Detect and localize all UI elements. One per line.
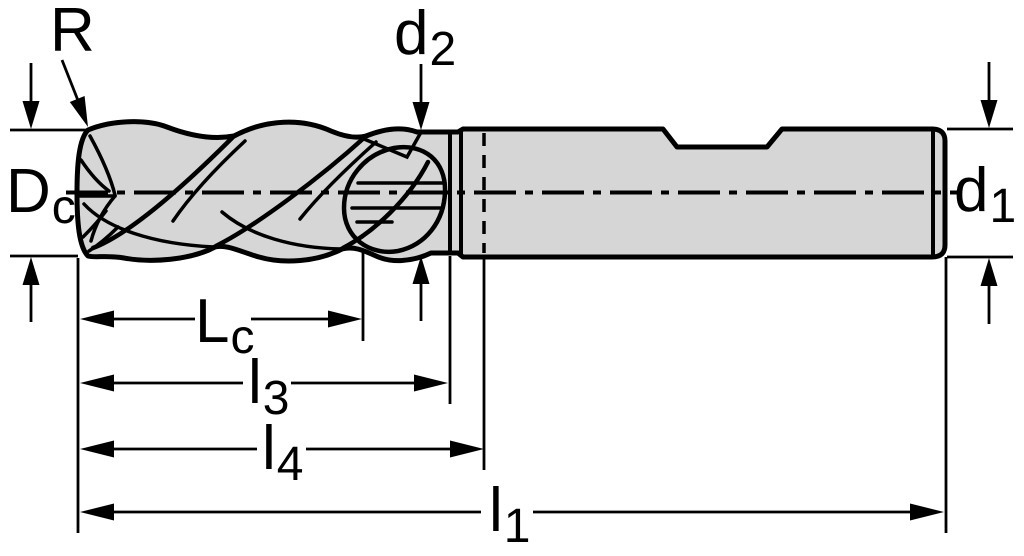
flute-heel-2: [220, 210, 343, 251]
label-cutting-length-sub: c: [230, 311, 255, 364]
dc-bottom-arrowhead: [22, 257, 40, 285]
flute-edge-1: [90, 133, 237, 251]
d1-top-arrowhead: [980, 100, 998, 128]
label-overall-length-sub: 1: [503, 500, 531, 553]
l3-left-arrowhead: [80, 374, 114, 392]
extension-lines: [10, 127, 1013, 533]
end-tooth-arc-3: [79, 158, 111, 193]
l3-dimension-line: [80, 374, 448, 392]
label-length-l4-main: l: [262, 414, 276, 483]
label-neck-diameter-sub: 2: [429, 23, 457, 76]
label-neck-diameter-main: d: [394, 0, 429, 68]
d1-dimension-arrows: [980, 62, 998, 324]
label-cutting-length: Lc: [195, 291, 254, 362]
flute-land-2: [298, 140, 378, 221]
lc-right-arrowhead: [328, 310, 362, 328]
radius-leader-arrowhead: [69, 96, 88, 127]
radius-leader: [60, 59, 88, 127]
flute-edge-3: [340, 159, 431, 251]
end-teeth: [76, 134, 120, 253]
label-corner-radius: R: [50, 0, 95, 62]
dc-top-arrowhead: [22, 101, 40, 129]
flute-heel-1: [82, 202, 216, 249]
label-shank-diameter-main: d: [954, 156, 989, 225]
l3-right-arrowhead: [414, 374, 448, 392]
l4-right-arrowhead: [450, 440, 484, 458]
flute-edges: [82, 133, 431, 251]
label-shank-diameter: d1: [954, 160, 1016, 231]
d2-top-arrowhead: [412, 102, 430, 130]
flute-land-1: [171, 139, 247, 223]
lc-left-arrowhead: [80, 310, 114, 328]
label-overall-length-main: l: [489, 476, 503, 545]
dimensions: [10, 59, 1013, 533]
flute-edge-2: [213, 134, 368, 249]
label-shank-diameter-sub: 1: [989, 180, 1017, 233]
d1-bottom-arrowhead: [980, 258, 998, 286]
l1-left-arrowhead: [80, 503, 114, 521]
label-cutting-diameter-sub: c: [51, 181, 76, 234]
label-length-l3: l3: [248, 352, 289, 423]
label-cutting-diameter: Dc: [6, 161, 76, 232]
label-length-l3-main: l: [248, 348, 262, 417]
l4-left-arrowhead: [80, 440, 114, 458]
end-tooth-arc-4: [81, 209, 108, 239]
label-length-l3-sub: 3: [262, 372, 290, 425]
runout-notch: [362, 132, 422, 160]
label-cutting-diameter-main: D: [6, 157, 51, 226]
lc-dimension-line: [80, 310, 362, 328]
l4-dimension-line: [80, 440, 484, 458]
dc-dimension-arrows: [22, 63, 40, 322]
label-corner-radius-main: R: [50, 0, 95, 65]
label-neck-diameter: d2: [394, 0, 456, 74]
radius-leader-line: [60, 59, 81, 104]
label-cutting-length-main: L: [195, 287, 230, 356]
d2-dimension-arrows: [412, 64, 430, 321]
end-tooth-arc-5: [87, 225, 120, 253]
end-mill-body: [66, 119, 957, 264]
l1-dimension-line: [80, 503, 944, 521]
label-overall-length: l1: [489, 480, 530, 551]
label-length-l4: l4: [262, 418, 303, 489]
label-length-l4-sub: 4: [276, 438, 304, 491]
l1-right-arrowhead: [910, 503, 944, 521]
end-tooth-arc-1: [88, 134, 117, 197]
d2-bottom-arrowhead: [412, 256, 430, 284]
